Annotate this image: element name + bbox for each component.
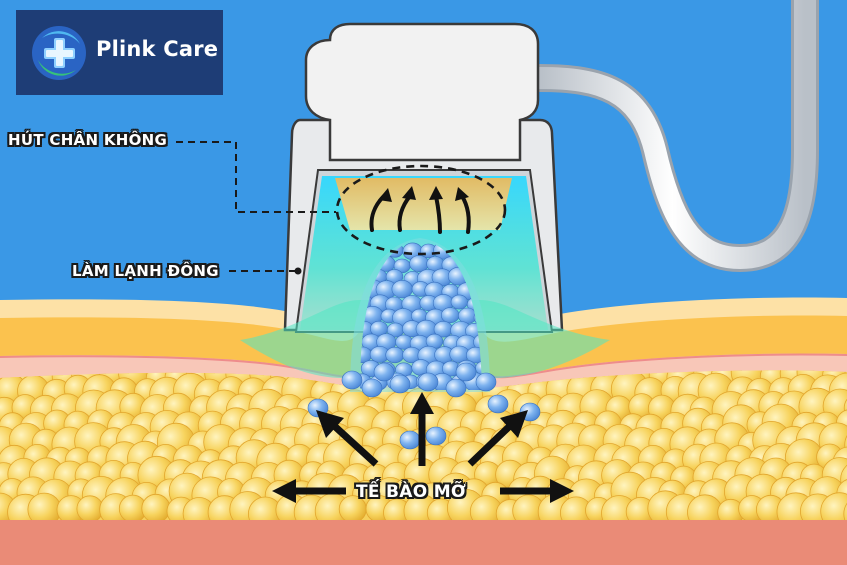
frozen-fat-cell xyxy=(399,430,421,450)
vacuum-zone-outline xyxy=(335,164,507,256)
frozen-fat-cell xyxy=(475,360,482,376)
fat-cell xyxy=(76,495,104,520)
frozen-fat-cell xyxy=(475,372,497,392)
label-fat-cells: TẾ BÀO MỠ xyxy=(356,482,467,502)
fat-cell xyxy=(840,460,847,499)
leader-cooling-dot xyxy=(294,267,302,275)
muscle-layer xyxy=(0,512,847,565)
frozen-fat-cell xyxy=(373,362,395,382)
plus-cross-icon xyxy=(32,26,86,80)
frozen-fat-cell xyxy=(389,374,411,394)
fat-cell xyxy=(820,492,847,520)
frozen-fat-cell xyxy=(409,255,430,273)
arrow-up-left xyxy=(327,419,379,467)
frozen-fat-cell xyxy=(385,346,405,364)
frozen-fat-cell xyxy=(361,378,383,398)
arrow-up-right xyxy=(467,419,517,467)
frozen-fat-cells-lower xyxy=(307,362,541,450)
device-tube-highlight xyxy=(529,0,816,270)
frozen-fat-cell xyxy=(425,426,447,446)
fat-cell xyxy=(843,393,847,423)
frozen-fat-cell xyxy=(391,280,413,299)
fat-cell xyxy=(844,426,847,464)
frozen-fat-cell xyxy=(417,372,439,392)
leader-vacuum xyxy=(176,141,336,213)
brand-name: Plink Care xyxy=(96,37,219,61)
fat-cell xyxy=(141,493,171,520)
frozen-fat-cell xyxy=(473,333,482,351)
frozen-fat-cell xyxy=(341,370,363,390)
frozen-fat-cell xyxy=(445,378,467,398)
vacuum-arrowheads xyxy=(378,186,469,202)
vacuum-glow xyxy=(335,178,512,230)
label-vacuum: HÚT CHÂN KHÔNG xyxy=(8,131,168,149)
fat-cell-arrows xyxy=(272,392,574,503)
frozen-fat-cell xyxy=(487,394,509,414)
fat-cell xyxy=(843,494,847,520)
frozen-fat-cell xyxy=(455,362,477,382)
label-cooling: LÀM LẠNH ĐÔNG xyxy=(72,262,219,280)
frozen-fat-cell xyxy=(450,294,468,310)
device-handle xyxy=(304,22,540,162)
brand-logo: Plink Care xyxy=(16,10,223,95)
frozen-fat-cell xyxy=(441,307,460,324)
